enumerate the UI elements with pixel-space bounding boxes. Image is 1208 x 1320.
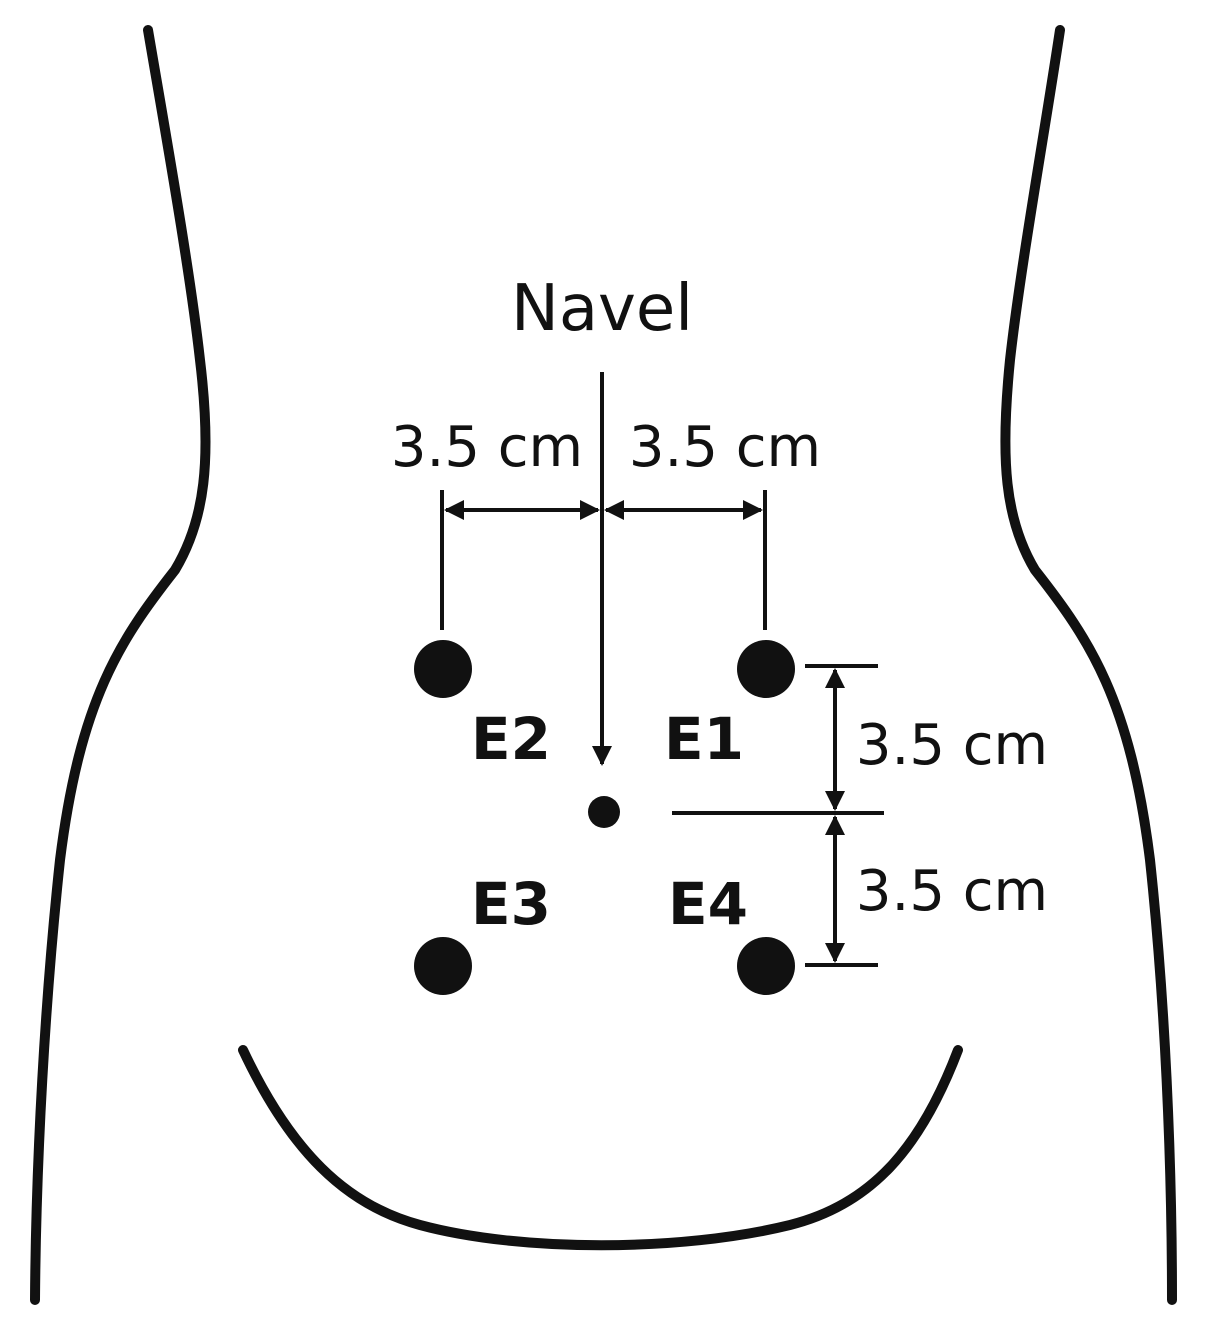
navel-dot: [588, 796, 620, 828]
dimension-label-right-upper: 3.5 cm: [856, 713, 1048, 778]
electrode-e3-dot: [414, 937, 472, 995]
dimension-label-right-lower: 3.5 cm: [856, 859, 1048, 924]
electrode-e2-label: E2: [471, 705, 551, 773]
electrode-e4-dot: [737, 937, 795, 995]
dimension-label-top-left: 3.5 cm: [391, 415, 583, 480]
electrode-e3-label: E3: [471, 870, 551, 938]
torso-left-outline: [30, 25, 211, 1305]
electrode-e1-label: E1: [664, 705, 744, 773]
navel-label: Navel: [511, 272, 693, 346]
lower-abdomen-curve: [238, 1045, 963, 1251]
electrode-e4-label: E4: [668, 870, 748, 938]
electrode-e2-dot: [414, 640, 472, 698]
dimension-label-top-right: 3.5 cm: [629, 415, 821, 480]
electrode-e1-dot: [737, 640, 795, 698]
torso-right-outline: [1000, 25, 1177, 1305]
